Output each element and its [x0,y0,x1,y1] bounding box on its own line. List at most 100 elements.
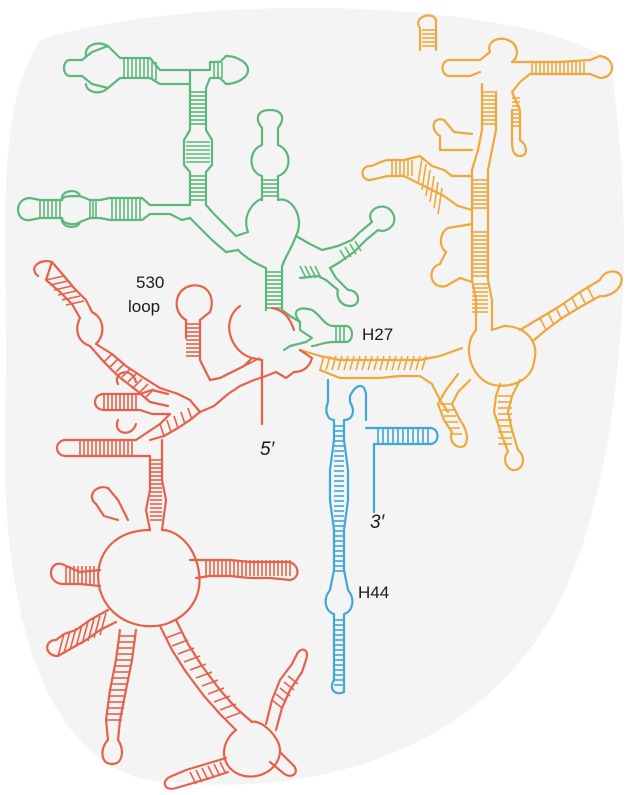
base-pair [391,355,397,371]
green-right-branch [294,205,396,308]
base-pair [319,355,325,371]
base-pair [433,181,439,209]
base-pair [325,355,331,371]
base-pair [563,302,571,316]
orange-center-bridge [298,346,464,414]
base-pair [547,312,555,326]
green-left-arm-bulge [60,190,82,228]
base-pair [354,240,362,252]
base-pair [81,621,89,645]
base-pair [579,292,587,306]
base-pair [121,368,131,378]
base-pair [417,157,423,185]
base-pair [171,639,189,647]
base-pair [219,703,237,711]
red-upper-left-arm [33,260,180,408]
base-pair [165,631,183,639]
base-pair [207,765,215,779]
red-bottom-loop [222,720,281,778]
base-pair [555,307,563,321]
h27-hairpin [294,307,354,348]
red-left-hairpin-2 [50,562,102,588]
base-pair [539,317,547,331]
base-pair [349,355,355,371]
base-pair [65,300,85,306]
base-pair [187,407,193,421]
base-pair [139,383,149,393]
green-upper-stem [182,82,214,207]
red-lower-loop [97,528,201,628]
base-pair [367,355,373,371]
green-top-hairpin [250,108,290,202]
base-pair [343,355,349,371]
base-pair [339,249,347,261]
green-top-arm-right [188,54,250,90]
base-pair [279,687,291,697]
orange-base-pairs [319,29,595,445]
red-bottom-right-hairpin [268,750,297,777]
red-bottom-right-arm [264,648,308,732]
base-pair [177,647,195,655]
base-pair [49,280,69,286]
base-pair [166,419,172,433]
label-530-line2: loop [128,297,160,316]
base-pair [219,761,227,775]
base-pair [201,767,209,781]
h44-helix [324,378,368,695]
base-pair [299,265,307,279]
red-bottom-left-arm [163,756,230,790]
base-pair [201,679,219,687]
base-pair [421,355,427,371]
base-pair [373,355,379,371]
base-pair [304,265,312,279]
base-pair [344,246,352,258]
base-pair [93,615,101,639]
base-pair [173,415,179,429]
base-pair [397,355,403,371]
base-pair [361,355,367,371]
red-lower-left-branch [101,628,138,766]
orange-right-loop [467,324,537,387]
base-pair [587,287,595,301]
label-five-prime: 5′ [260,439,276,460]
label-h44: H44 [358,583,389,602]
base-pair [195,769,203,783]
base-pair [271,699,283,709]
base-pair [213,695,231,703]
base-pair [213,763,221,777]
base-pair [53,285,73,291]
base-pair [403,355,409,371]
red-right-arm [188,558,299,582]
blue-base-pairs [334,425,429,686]
base-pair [133,378,143,388]
base-pair [159,423,165,437]
base-pair [283,681,295,691]
loop-530 [175,284,213,362]
red-base-pairs [45,275,299,785]
base-pair [61,295,81,301]
base-pair [189,663,207,671]
base-pair [103,353,113,363]
base-pair [247,357,261,365]
base-pair [421,163,427,191]
orange-lower-right-stem [492,378,524,472]
orange-left-branch-lower [430,222,474,288]
orange-top-arm [441,37,614,158]
label-530-line1: 530 [136,273,164,292]
base-pair [275,693,287,703]
base-pair [45,275,65,281]
base-pair [99,612,107,636]
green-top-loop-left [84,42,110,94]
base-pair [57,290,77,296]
base-pair [287,675,299,685]
base-pair [437,187,443,215]
red-left-hairpin-3 [90,486,130,522]
base-pair [225,711,243,719]
base-pair [207,687,225,695]
label-h27: H27 [362,325,393,344]
base-pair [63,630,71,654]
base-pair [425,169,431,197]
base-pair [183,655,201,663]
base-pair [337,355,343,371]
base-pair [195,671,213,679]
